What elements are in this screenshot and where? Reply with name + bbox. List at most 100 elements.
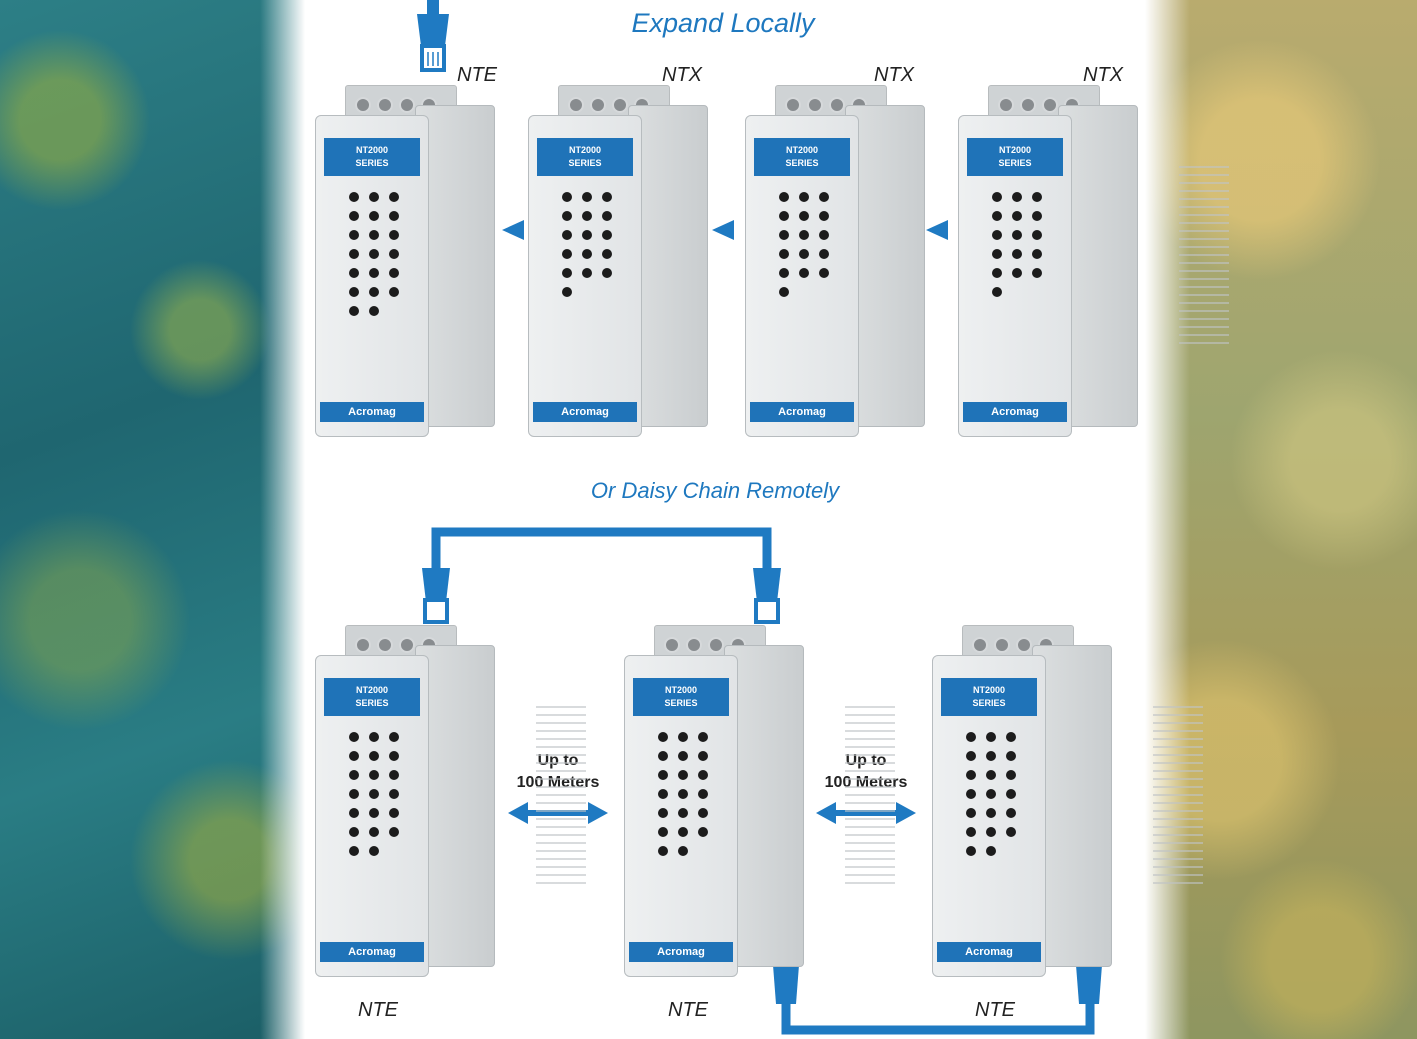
brand-logo: Acromag	[533, 402, 637, 422]
io-module: NT2000 SERIES Acromag	[315, 625, 586, 977]
led-icon	[582, 268, 592, 278]
led-icon	[678, 827, 688, 837]
led-icon	[698, 827, 708, 837]
led-icon	[966, 789, 976, 799]
daisy-chain-cable-top	[431, 527, 772, 570]
led-icon	[602, 268, 612, 278]
module-label-ntx: NTX	[662, 64, 702, 86]
led-icon	[698, 770, 708, 780]
led-icon	[389, 808, 399, 818]
led-icon	[349, 808, 359, 818]
led-icon	[602, 230, 612, 240]
led-icon	[582, 230, 592, 240]
led-icon	[986, 827, 996, 837]
series-word: SERIES	[355, 698, 389, 708]
led-grid	[653, 730, 713, 863]
module-label-nte: NTE	[668, 999, 708, 1021]
heading-daisy-chain: Or Daisy Chain Remotely	[590, 478, 840, 503]
led-icon	[369, 808, 379, 818]
ethernet-plug-icon	[417, 0, 449, 72]
led-icon	[389, 732, 399, 742]
module-front: NT2000 SERIES Acromag	[315, 115, 429, 437]
ethernet-plug-icon	[422, 568, 450, 624]
led-icon	[779, 249, 789, 259]
led-icon	[992, 287, 1002, 297]
led-icon	[389, 230, 399, 240]
io-module: NT2000 SERIES Acromag	[624, 625, 895, 977]
led-icon	[779, 287, 789, 297]
led-icon	[1012, 268, 1022, 278]
led-icon	[349, 249, 359, 259]
module-front: NT2000 SERIES Acromag	[528, 115, 642, 437]
series-word: SERIES	[664, 698, 698, 708]
daisy-chain-cable-bottom	[781, 1000, 1095, 1035]
screw-icon	[590, 97, 606, 113]
led-icon	[819, 192, 829, 202]
brand-logo: Acromag	[320, 942, 424, 962]
screw-icon	[1016, 637, 1032, 653]
led-icon	[1032, 268, 1042, 278]
led-icon	[602, 249, 612, 259]
led-icon	[389, 751, 399, 761]
screw-icon	[377, 97, 393, 113]
led-icon	[799, 268, 809, 278]
led-icon	[369, 230, 379, 240]
led-icon	[562, 249, 572, 259]
heading-expand-locally: Expand Locally	[631, 8, 815, 38]
led-icon	[986, 732, 996, 742]
led-icon	[582, 211, 592, 221]
led-icon	[966, 770, 976, 780]
arrow-left-icon	[712, 220, 734, 240]
screw-icon	[399, 97, 415, 113]
series-word: SERIES	[998, 158, 1032, 168]
arrow-left-icon	[926, 220, 948, 240]
led-icon	[369, 249, 379, 259]
series-name: NT2000	[785, 145, 819, 155]
series-name: NT2000	[998, 145, 1032, 155]
led-icon	[1032, 192, 1042, 202]
screw-icon	[1042, 97, 1058, 113]
led-icon	[1006, 732, 1016, 742]
led-icon	[992, 192, 1002, 202]
led-icon	[582, 192, 592, 202]
module-front: NT2000 SERIES Acromag	[958, 115, 1072, 437]
led-icon	[966, 846, 976, 856]
led-icon	[602, 192, 612, 202]
led-icon	[349, 732, 359, 742]
screw-icon	[708, 637, 724, 653]
arrow-left-icon	[502, 220, 524, 240]
led-icon	[1032, 230, 1042, 240]
led-icon	[779, 211, 789, 221]
screw-icon	[355, 97, 371, 113]
led-icon	[819, 230, 829, 240]
led-icon	[966, 732, 976, 742]
screw-icon	[1020, 97, 1036, 113]
led-icon	[986, 770, 996, 780]
led-icon	[349, 211, 359, 221]
led-grid	[344, 730, 404, 863]
screw-icon	[785, 97, 801, 113]
led-icon	[966, 827, 976, 837]
screw-icon	[972, 637, 988, 653]
led-icon	[562, 230, 572, 240]
led-icon	[349, 268, 359, 278]
series-name: NT2000	[355, 145, 389, 155]
brand-logo: Acromag	[750, 402, 854, 422]
led-icon	[799, 249, 809, 259]
led-icon	[1032, 211, 1042, 221]
ethernet-plug-icon	[753, 568, 781, 624]
led-icon	[349, 846, 359, 856]
led-icon	[602, 211, 612, 221]
screw-icon	[998, 97, 1014, 113]
led-icon	[698, 751, 708, 761]
led-icon	[678, 751, 688, 761]
led-icon	[779, 192, 789, 202]
led-icon	[1032, 249, 1042, 259]
series-tag: NT2000 SERIES	[324, 138, 420, 176]
module-label-nte: NTE	[975, 999, 1015, 1021]
screw-icon	[686, 637, 702, 653]
led-icon	[658, 751, 668, 761]
led-icon	[658, 808, 668, 818]
led-icon	[1012, 192, 1022, 202]
